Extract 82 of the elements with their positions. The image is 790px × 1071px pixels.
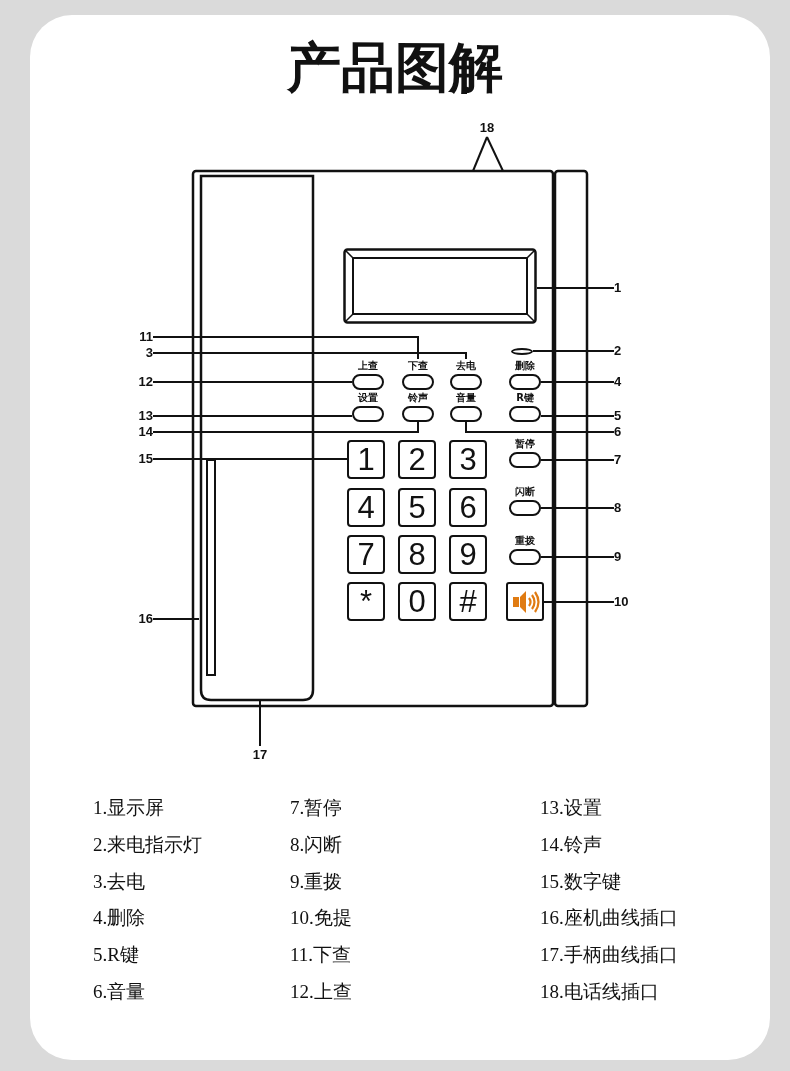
keypad-key: 3 xyxy=(449,440,487,479)
keypad-key: 5 xyxy=(398,488,436,527)
part-list-item: 6.音量 xyxy=(93,980,146,1004)
keypad-key: 6 xyxy=(449,488,487,527)
button-label: 音量 xyxy=(455,392,477,404)
callout-number: 18 xyxy=(476,119,498,137)
part-list-item: 1.显示屏 xyxy=(93,796,165,820)
button-label: R键 xyxy=(515,392,535,404)
leader-line xyxy=(543,601,615,603)
leader-line xyxy=(152,381,353,383)
part-list-item: 14.铃声 xyxy=(540,832,602,857)
callout-number: 3 xyxy=(126,344,153,362)
button-label: 删除 xyxy=(514,360,536,372)
leader-line xyxy=(486,136,504,172)
part-list-item: 12.上查 xyxy=(290,980,352,1004)
part-list-item: 10.免提 xyxy=(290,906,352,931)
leader-line xyxy=(152,618,200,620)
callout-number: 11 xyxy=(126,328,153,346)
callout-number: 5 xyxy=(614,407,640,425)
leader-line xyxy=(472,136,488,172)
leader-line xyxy=(152,421,419,433)
keypad-key: 7 xyxy=(347,535,385,574)
button-label: 铃声 xyxy=(407,392,429,404)
leader-line xyxy=(540,415,615,417)
button-label: 重拨 xyxy=(514,535,536,547)
part-list-item: 8.闪断 xyxy=(290,832,343,857)
button-label: 去电 xyxy=(455,360,477,372)
leader-line xyxy=(540,459,615,461)
callout-number: 2 xyxy=(614,342,640,360)
keypad-key: 2 xyxy=(398,440,436,479)
callout-number: 13 xyxy=(126,407,153,425)
callout-number: 15 xyxy=(126,450,153,468)
part-list-item: 4.删除 xyxy=(93,906,146,931)
callout-number: 14 xyxy=(126,423,153,441)
part-list-item: 3.去电 xyxy=(93,869,146,894)
leader-line xyxy=(259,700,261,747)
page-title: 产品图解 xyxy=(286,38,504,98)
callout-number: 6 xyxy=(614,423,640,441)
part-list-item: 13.设置 xyxy=(540,796,602,820)
leader-line xyxy=(536,287,615,289)
part-list-item: 17.手柄曲线插口 xyxy=(540,943,678,968)
callout-number: 9 xyxy=(614,548,640,566)
leader-line xyxy=(540,507,615,509)
button-label: 暂停 xyxy=(514,438,536,450)
leader-line xyxy=(540,556,615,558)
keypad-key: 9 xyxy=(449,535,487,574)
part-list-item: 5.R键 xyxy=(93,943,139,968)
keypad-key: # xyxy=(449,582,487,621)
callout-number: 7 xyxy=(614,451,640,469)
keypad-key: * xyxy=(347,582,385,621)
button-label: 闪断 xyxy=(514,486,536,498)
keypad-key: 8 xyxy=(398,535,436,574)
speaker-button xyxy=(506,582,544,621)
part-list-item: 18.电话线插口 xyxy=(540,980,659,1004)
callout-number: 12 xyxy=(126,373,153,391)
callout-number: 17 xyxy=(249,746,271,764)
callout-number: 1 xyxy=(614,279,640,297)
indicator-light xyxy=(511,348,533,355)
button-label: 设置 xyxy=(357,392,379,404)
leader-line xyxy=(540,381,615,383)
callout-number: 4 xyxy=(614,373,640,391)
keypad-key: 1 xyxy=(347,440,385,479)
callout-number: 10 xyxy=(614,593,640,611)
part-list-item: 2.来电指示灯 xyxy=(93,832,203,857)
callout-number: 8 xyxy=(614,499,640,517)
part-list-item: 9.重拨 xyxy=(290,869,343,894)
button-label: 下查 xyxy=(407,360,429,372)
part-list-item: 7.暂停 xyxy=(290,796,343,820)
leader-line xyxy=(152,415,353,417)
button-label: 上查 xyxy=(357,360,379,372)
leader-line xyxy=(152,352,467,360)
leader-line xyxy=(152,336,419,360)
leader-line xyxy=(532,350,615,352)
part-list-item: 16.座机曲线插口 xyxy=(540,906,678,931)
keypad-key: 0 xyxy=(398,582,436,621)
leader-line xyxy=(465,421,615,433)
display-screen xyxy=(343,248,537,324)
keypad-key: 4 xyxy=(347,488,385,527)
callout-number: 16 xyxy=(126,610,153,628)
leader-line xyxy=(152,458,348,460)
part-list-item: 11.下查 xyxy=(290,943,352,968)
part-list-item: 15.数字键 xyxy=(540,869,621,894)
